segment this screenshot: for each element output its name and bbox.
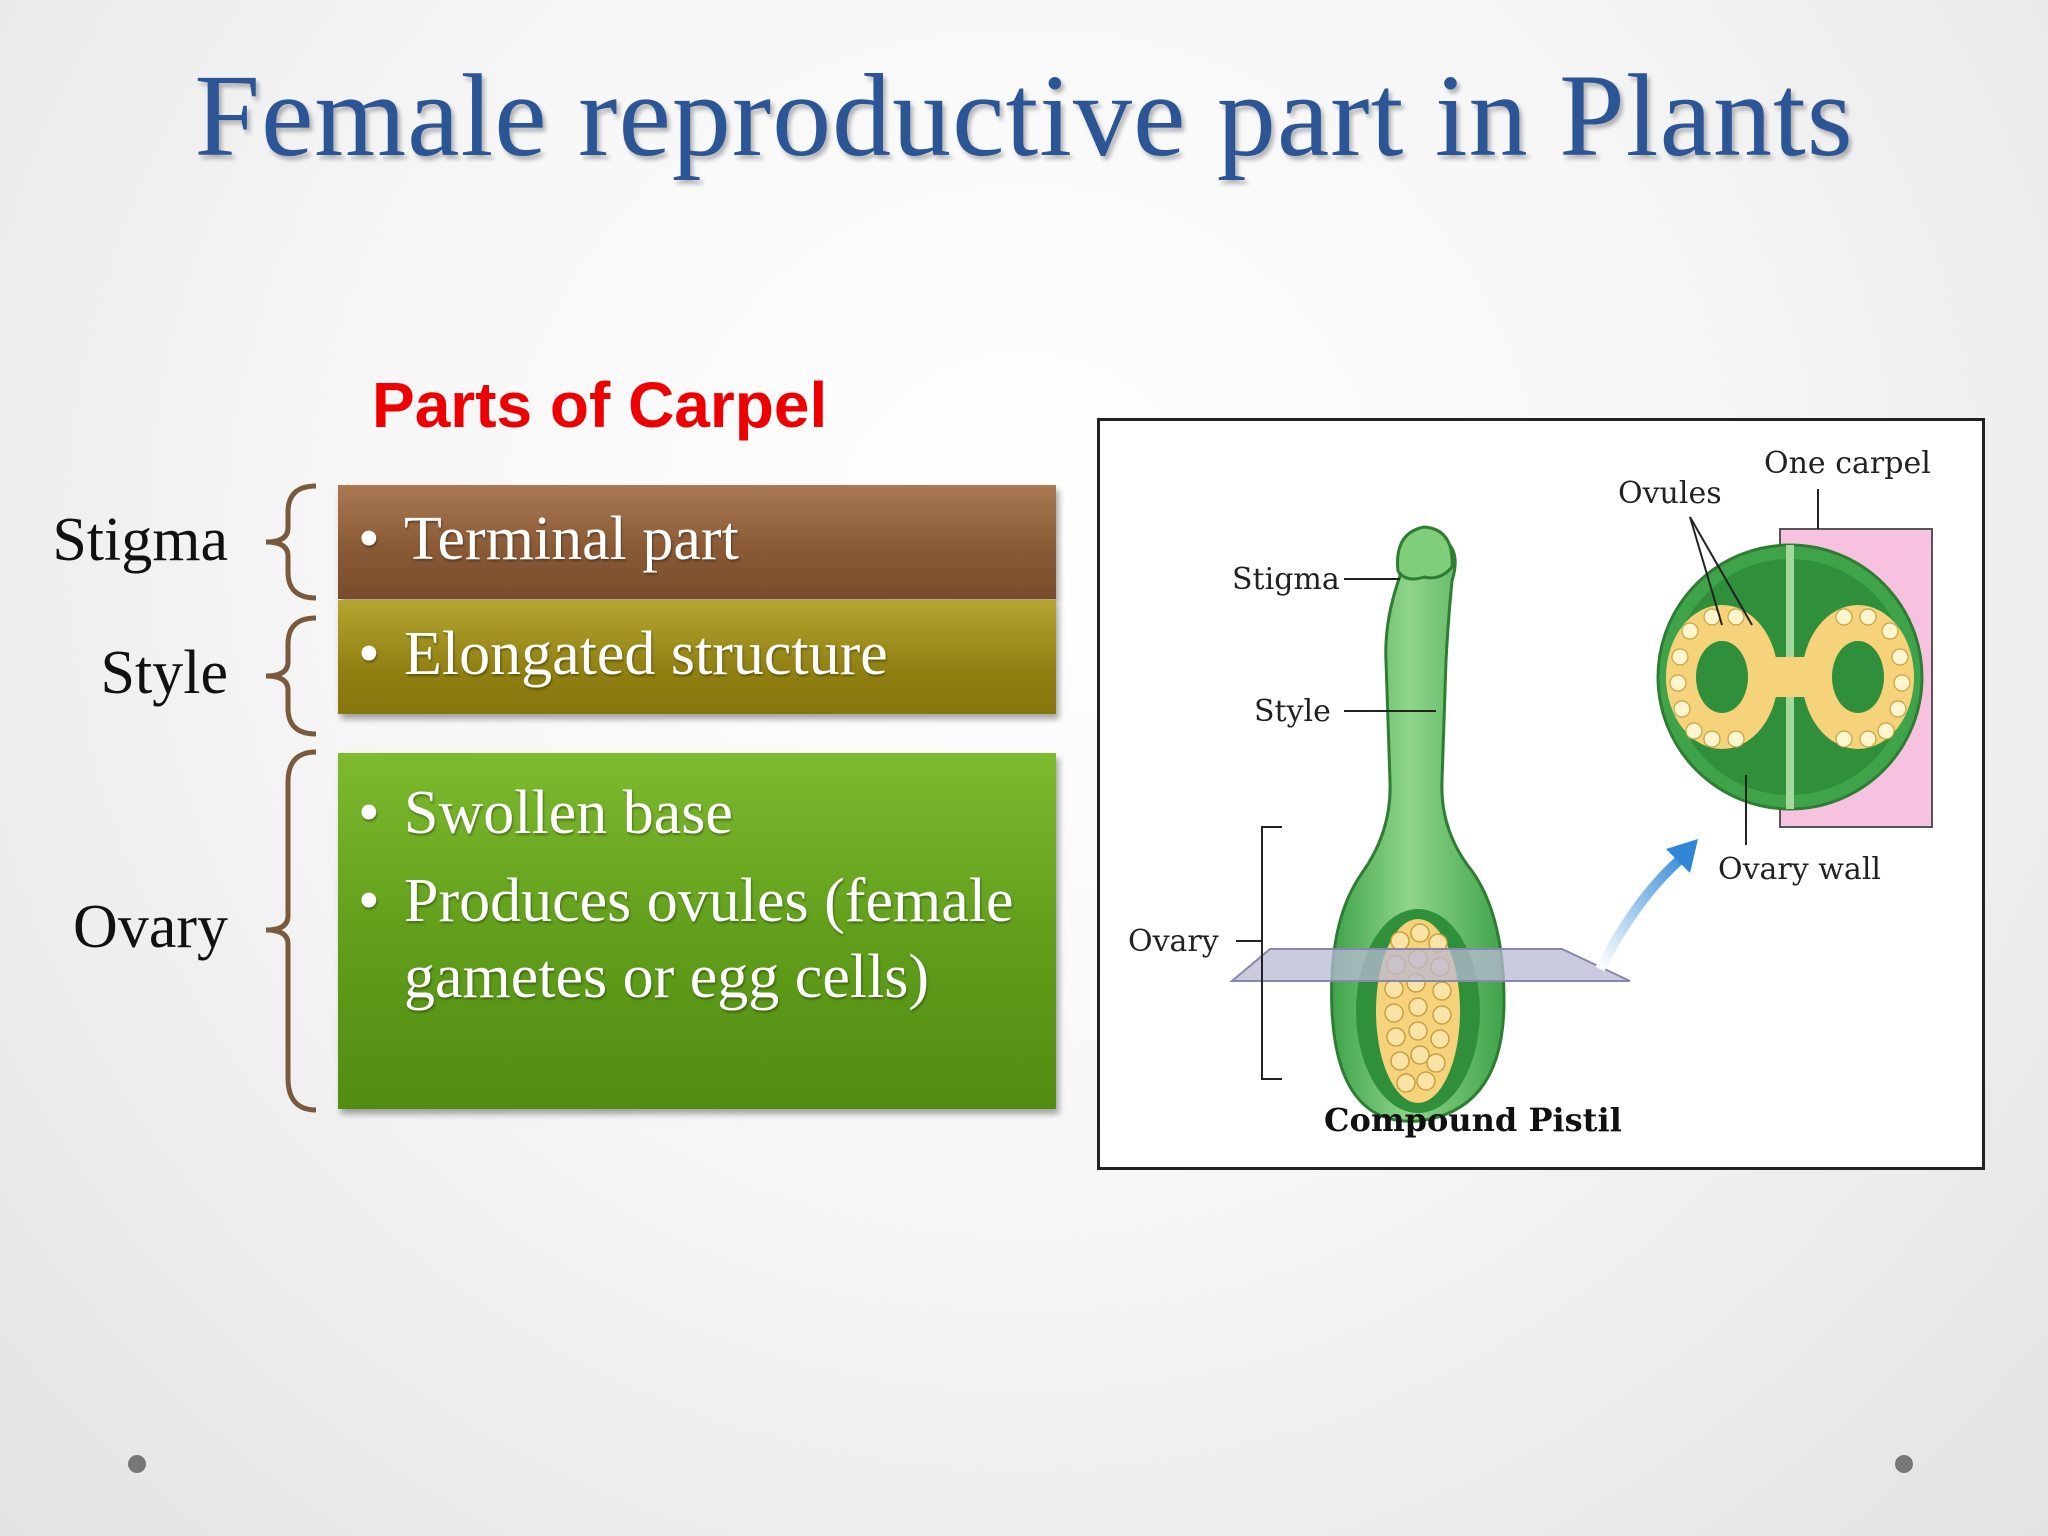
ovary-point: Produces ovules (female gametes or egg c… (358, 863, 1036, 1015)
fig-stigma-label: Stigma (1232, 562, 1340, 597)
style-point: Elongated structure (358, 616, 1036, 692)
slide-title: Female reproductive part in Plants (194, 50, 1854, 181)
style-box: Elongated structure (338, 600, 1056, 714)
cross-ovules (1669, 608, 1911, 748)
stigma-brace (265, 483, 317, 601)
ovary-brace (265, 749, 317, 1113)
fig-ovary-wall-label: Ovary wall (1718, 852, 1881, 887)
style-label: Style (100, 639, 228, 707)
stigma-box: Terminal part (338, 485, 1056, 599)
fig-ovary-label: Ovary (1128, 924, 1219, 959)
stigma-label: Stigma (52, 506, 228, 574)
stigma-head (1396, 525, 1454, 581)
style-brace (265, 615, 317, 737)
fig-style-label: Style (1254, 694, 1331, 729)
ovary-label: Ovary (73, 893, 228, 961)
section-heading: Parts of Carpel (372, 369, 828, 441)
slide-dot-left (128, 1455, 146, 1473)
fig-ovules-label: Ovules (1618, 476, 1722, 511)
fig-caption: Compound Pistil (1324, 1101, 1622, 1139)
compound-pistil-diagram: Stigma Style Ovary Ovules One carpel Ova… (1128, 446, 1933, 1139)
fig-one-carpel-label: One carpel (1764, 446, 1931, 481)
arrow-to-cross-section (1595, 847, 1694, 972)
ovary-box: Swollen base Produces ovules (female gam… (338, 753, 1056, 1109)
ovary-point: Swollen base (358, 775, 1036, 851)
slide-dot-right (1895, 1455, 1913, 1473)
compound-pistil-figure: Stigma Style Ovary Ovules One carpel Ova… (1097, 418, 1985, 1170)
stigma-point: Terminal part (358, 501, 1036, 577)
section-plane (1229, 948, 1631, 982)
